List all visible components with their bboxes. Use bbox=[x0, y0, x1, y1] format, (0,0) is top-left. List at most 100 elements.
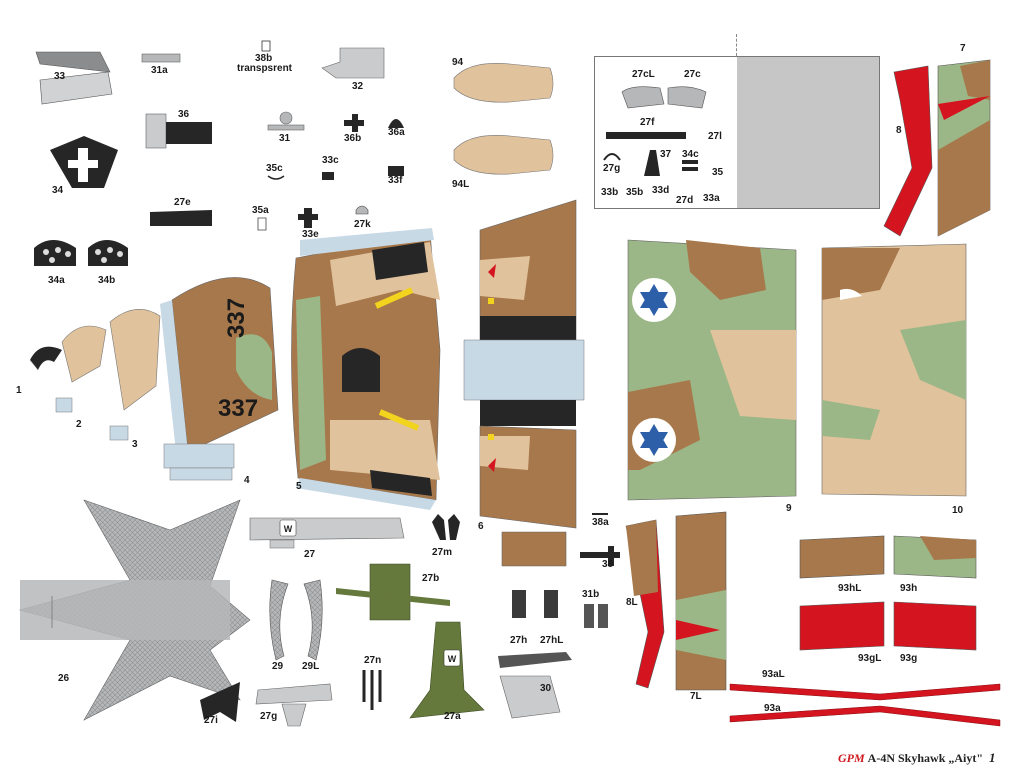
fuselage-part-1 bbox=[29, 346, 62, 371]
fuselage-part-3 bbox=[109, 309, 161, 441]
part-26 bbox=[18, 499, 251, 721]
page-number: 1 bbox=[989, 750, 996, 765]
label-27e: 27e bbox=[174, 197, 191, 208]
part-29 bbox=[269, 579, 289, 661]
part-27n bbox=[362, 670, 382, 710]
part-27i bbox=[200, 682, 240, 722]
wing-part-10 bbox=[821, 243, 967, 497]
part-32 bbox=[321, 47, 385, 79]
label-26: 26 bbox=[58, 673, 70, 684]
part-93hL bbox=[799, 535, 885, 579]
label-93hL: 93hL bbox=[838, 583, 862, 594]
label-93a: 93a bbox=[764, 703, 781, 714]
part-36b bbox=[344, 114, 364, 132]
label-35: 35 bbox=[712, 167, 724, 178]
part-94 bbox=[453, 63, 554, 103]
part-38b bbox=[261, 40, 271, 52]
part-30 bbox=[498, 652, 572, 719]
part-93gL bbox=[799, 601, 885, 651]
part-34a bbox=[34, 240, 76, 266]
label-27cL: 27cL bbox=[632, 69, 655, 80]
part-36-black bbox=[166, 122, 212, 144]
label-94L: 94L bbox=[452, 179, 470, 190]
label-94: 94 bbox=[452, 57, 464, 68]
label-transparent: transpsrent bbox=[237, 63, 293, 74]
brand-logo: GPM bbox=[838, 751, 865, 765]
fuselage-code-top: 337 bbox=[223, 298, 250, 338]
label-27i: 27i bbox=[204, 715, 218, 726]
part-36 bbox=[145, 113, 167, 149]
label-93aL: 93aL bbox=[762, 669, 785, 680]
part-34c-b bbox=[682, 167, 698, 171]
part-27f bbox=[606, 132, 686, 139]
label-33: 33 bbox=[54, 71, 66, 82]
label-27d: 27d bbox=[676, 195, 694, 206]
label-33c: 33c bbox=[322, 155, 339, 166]
label-30: 30 bbox=[540, 683, 552, 694]
part-38 bbox=[580, 546, 620, 566]
label-31a: 31a bbox=[151, 65, 168, 76]
part-8 bbox=[883, 65, 933, 237]
part-27hL bbox=[544, 590, 558, 618]
part-34 bbox=[50, 136, 118, 188]
fuselage-part-4: 337 337 bbox=[160, 277, 279, 481]
part-93a bbox=[729, 705, 1001, 727]
label-27g: 27g bbox=[603, 163, 621, 174]
label-31: 31 bbox=[279, 133, 291, 144]
part-31a bbox=[141, 53, 181, 63]
label-93h: 93h bbox=[900, 583, 918, 594]
label-27b: 27b bbox=[422, 573, 440, 584]
label-33d: 33d bbox=[652, 185, 670, 196]
label-38a: 38a bbox=[592, 517, 609, 528]
part-27b bbox=[336, 563, 450, 621]
fuselage-part-6 bbox=[463, 199, 585, 567]
label-34a: 34a bbox=[48, 275, 65, 286]
label-27f: 27f bbox=[640, 117, 655, 128]
label-8: 8 bbox=[896, 125, 902, 136]
label-9: 9 bbox=[786, 503, 792, 514]
part-27e bbox=[150, 210, 212, 226]
label-38: 38 bbox=[602, 559, 614, 570]
label-27m: 27m bbox=[432, 547, 453, 558]
part-94L bbox=[453, 135, 554, 175]
label-27hL: 27hL bbox=[540, 635, 564, 646]
label-10: 10 bbox=[952, 505, 964, 516]
part-27: W bbox=[249, 517, 405, 549]
label-36: 36 bbox=[178, 109, 190, 120]
part-29L bbox=[303, 579, 323, 661]
label-27k: 27k bbox=[354, 219, 371, 230]
label-33b: 33b bbox=[601, 187, 619, 198]
label-34b: 34b bbox=[98, 275, 116, 286]
label-27c: 27c bbox=[684, 69, 701, 80]
label-27a: 27a bbox=[444, 711, 461, 722]
part-35a bbox=[257, 217, 267, 231]
part-27h bbox=[512, 590, 526, 618]
label-27g-bottom: 27g bbox=[260, 711, 278, 722]
fuselage-code-bottom: 337 bbox=[218, 395, 258, 422]
label-34: 34 bbox=[52, 185, 64, 196]
label-7: 7 bbox=[960, 43, 966, 54]
part-93aL bbox=[729, 683, 1001, 701]
label-93gL: 93gL bbox=[858, 653, 882, 664]
label-6: 6 bbox=[478, 521, 484, 532]
part-35c bbox=[267, 175, 285, 180]
label-7L: 7L bbox=[690, 691, 702, 702]
label-1: 1 bbox=[16, 385, 22, 396]
label-35a: 35a bbox=[252, 205, 269, 216]
fuselage-part-5 bbox=[291, 228, 441, 510]
label-5: 5 bbox=[296, 481, 302, 492]
label-27h: 27h bbox=[510, 635, 528, 646]
part-31 bbox=[267, 111, 305, 131]
label-35b: 35b bbox=[626, 187, 644, 198]
fuselage-part-2 bbox=[55, 325, 107, 413]
label-27l: 27l bbox=[708, 131, 722, 142]
cut-line bbox=[736, 34, 737, 56]
part-93g bbox=[893, 601, 977, 651]
part-37 bbox=[644, 150, 660, 176]
label-32: 32 bbox=[352, 81, 364, 92]
label-35c: 35c bbox=[266, 163, 283, 174]
label-4: 4 bbox=[244, 475, 250, 486]
